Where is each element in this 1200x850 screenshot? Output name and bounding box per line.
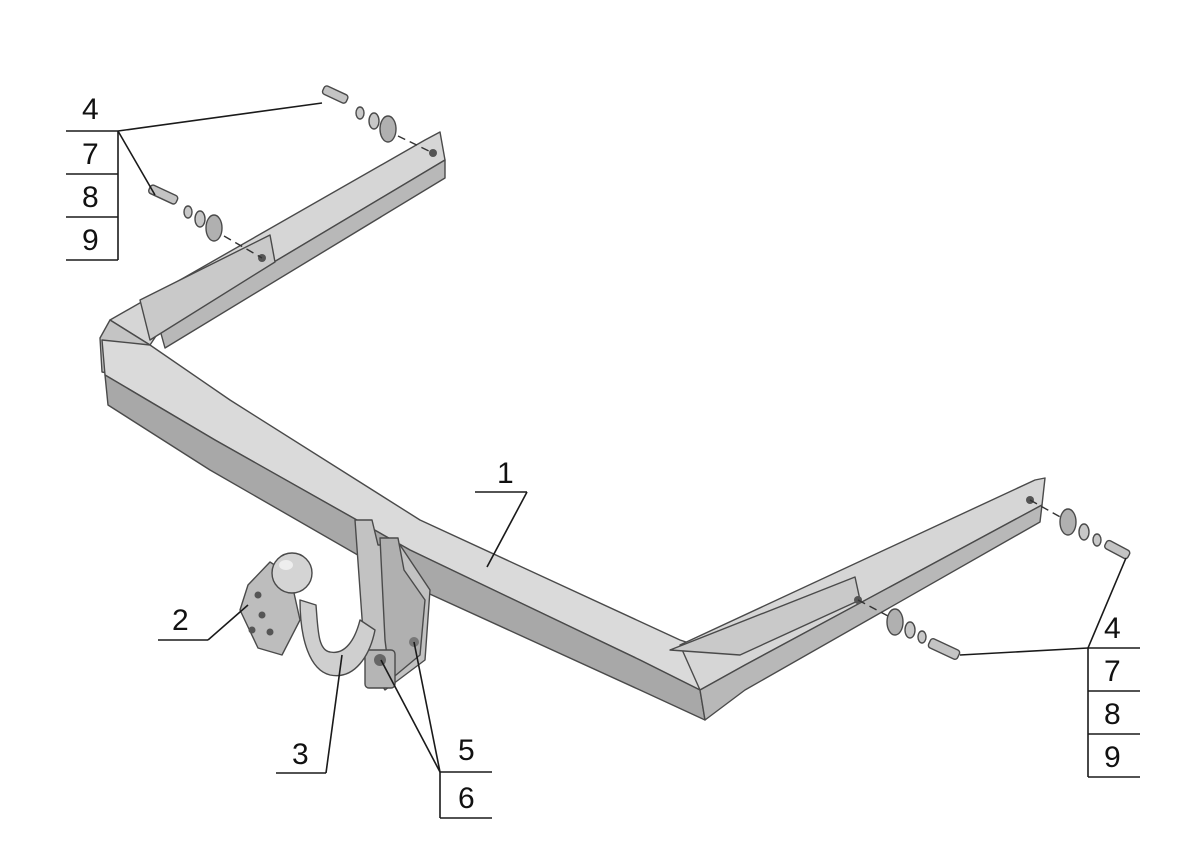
right-arm-top	[679, 477, 1046, 691]
bolt-top-lower	[148, 184, 179, 205]
axis-right-upper	[1029, 499, 1063, 519]
callout-tl-leader-b	[117, 130, 156, 196]
bracket-foot	[364, 649, 396, 689]
callout-tl-label-2: 8	[82, 181, 99, 214]
callout-tl-leader-a	[117, 102, 323, 132]
plate-hole-1	[254, 591, 262, 599]
washer-right-upper-2	[1059, 508, 1077, 536]
callout-2-label: 2	[172, 604, 189, 637]
bolt-right-upper	[1104, 539, 1131, 560]
crossbar-part	[99, 131, 1046, 721]
nut-right-lower-1	[917, 630, 927, 644]
callout-r-label-0: 4	[1104, 612, 1121, 645]
callout-r-label-3: 9	[1104, 741, 1121, 774]
nut-right-upper-1	[1092, 533, 1102, 547]
tow-ball-neck	[299, 599, 376, 677]
callout-group-bottom: 5 6	[380, 641, 492, 819]
axis-right-lower	[857, 599, 889, 617]
callout-1-label: 1	[497, 457, 514, 490]
fastener-set-right-lower	[857, 599, 961, 661]
left-arm-side	[159, 159, 446, 349]
bolt-top-upper	[321, 85, 349, 104]
callout-1-leader	[486, 491, 528, 568]
callout-3-label: 3	[292, 738, 309, 771]
callout-r-label-1: 7	[1104, 655, 1121, 688]
washer-right-lower-1	[904, 621, 916, 639]
tow-ball-highlight	[279, 560, 293, 570]
callout-tl-label-3: 9	[82, 224, 99, 257]
fastener-set-top-upper	[321, 85, 434, 154]
fastener-set-right-upper	[1029, 499, 1131, 560]
washer-top-lower-2	[205, 214, 223, 242]
tow-bracket	[239, 519, 431, 691]
callout-tl-label-1: 7	[82, 138, 99, 171]
nut-top-upper-1	[355, 106, 365, 120]
washer-right-upper-1	[1078, 523, 1090, 541]
washer-top-lower-1	[194, 210, 206, 228]
callout-r-leader-a	[1087, 557, 1127, 649]
callout-1: 1	[475, 457, 528, 568]
tow-ball	[271, 552, 313, 594]
washer-top-upper-2	[379, 115, 397, 143]
callout-bottom-label-1: 6	[458, 782, 475, 815]
callout-group-right: 4 7 8 9	[959, 557, 1140, 778]
nut-top-lower-1	[183, 205, 193, 219]
callout-group-top-left: 4 7 8 9	[66, 93, 323, 261]
plate-hole-2	[258, 611, 266, 619]
bracket-hole	[374, 654, 386, 666]
callout-3: 3	[276, 654, 343, 774]
axis-top-upper	[397, 135, 434, 154]
washer-right-lower-2	[886, 608, 904, 636]
callout-r-label-2: 8	[1104, 698, 1121, 731]
plate-hole-3	[266, 628, 274, 636]
left-top-hole	[429, 149, 437, 157]
right-arm-side	[699, 504, 1043, 721]
callout-bottom-label-0: 5	[458, 734, 475, 767]
washer-top-upper-1	[368, 112, 380, 130]
callout-bottom-leader-a	[380, 659, 441, 773]
callout-2-leader	[207, 604, 249, 641]
left-gusset	[139, 234, 276, 341]
callout-bottom-leader-b	[413, 641, 441, 773]
callout-2: 2	[158, 604, 249, 641]
callout-r-leader-b	[959, 647, 1089, 656]
callout-tl-label-0: 4	[82, 93, 99, 126]
callout-3-leader	[325, 654, 343, 774]
bolt-right-lower	[927, 637, 961, 661]
axis-top-lower	[223, 235, 263, 259]
plate-hole-4	[248, 626, 256, 634]
fastener-set-top-lower	[148, 184, 263, 259]
